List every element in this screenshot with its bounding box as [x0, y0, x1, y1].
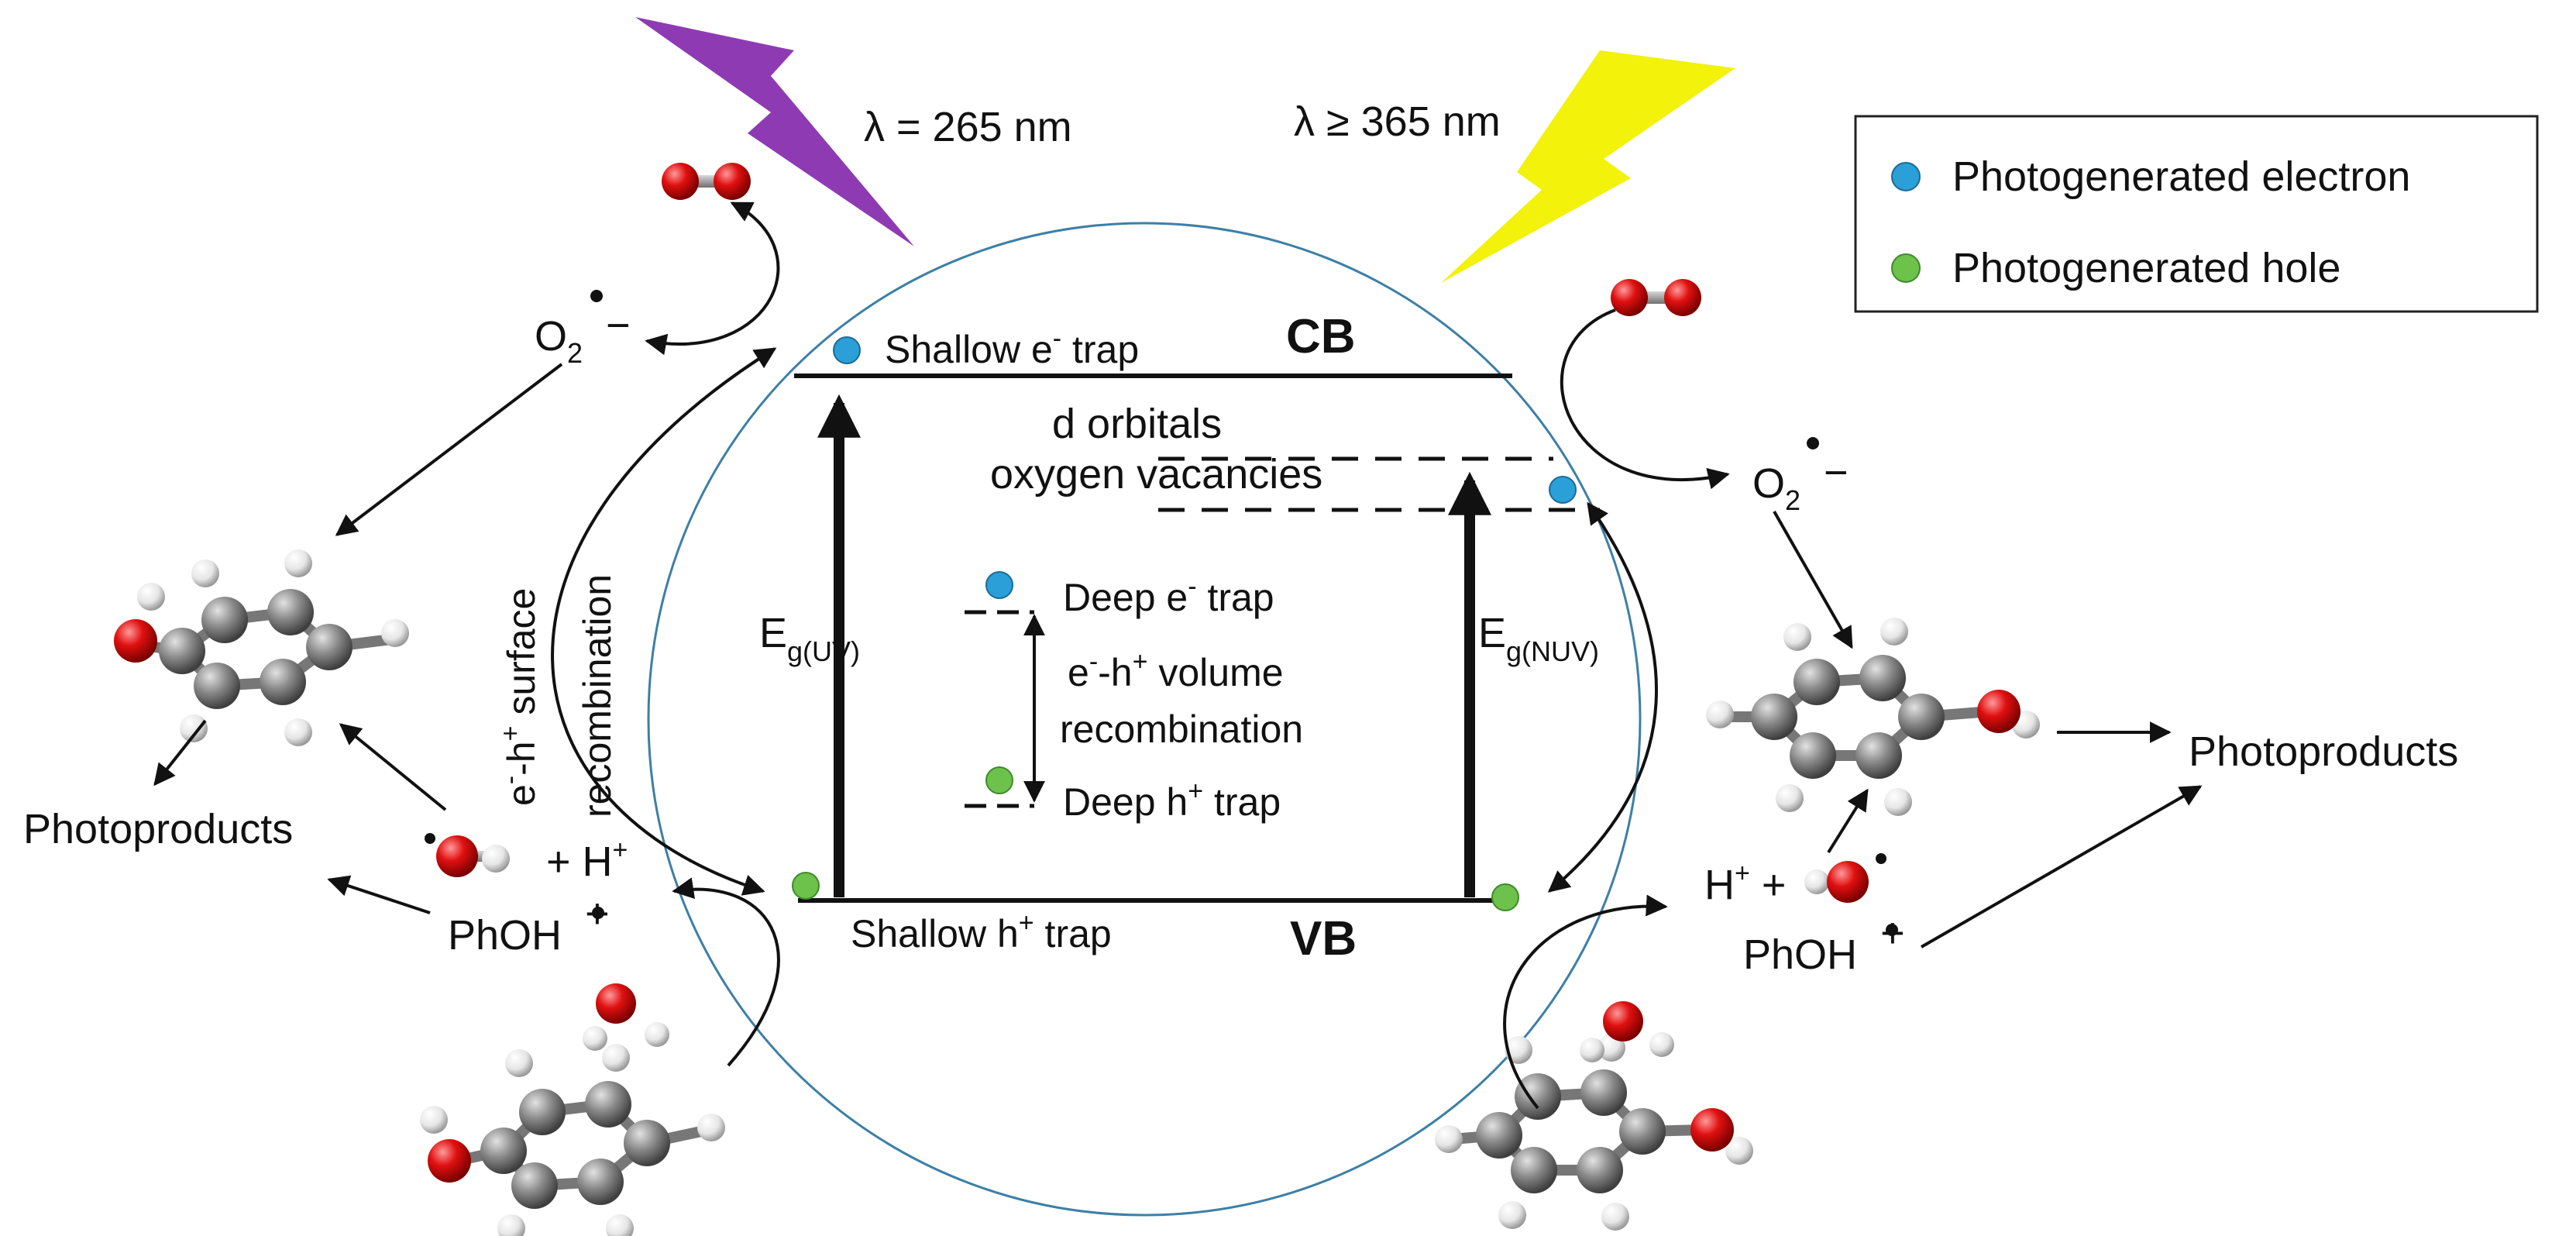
uv-wavelength-label: λ = 265 nm — [864, 104, 1072, 150]
right-cation-to-photoproducts-arrow — [1921, 785, 2203, 949]
oxygen-vacancies-label: oxygen vacancies — [990, 451, 1322, 497]
nuv-wavelength-label: λ ≥ 365 nm — [1294, 98, 1501, 145]
nuv-band-gap-label: Eg(NUV) — [1478, 610, 1599, 667]
hydroxyl-radical-right-icon — [1804, 853, 1886, 903]
deep-hole-marker-icon — [985, 766, 1013, 794]
phenol-molecule-left-top-icon — [114, 549, 409, 746]
left-phenol-to-photoproducts-arrow — [153, 719, 207, 787]
photoproducts-left-label: Photoproducts — [23, 806, 293, 852]
volume-recombination-line2: recombination — [1060, 708, 1303, 751]
phenol-molecule-right-bottom-icon — [1435, 1034, 1753, 1231]
deep-electron-marker-icon — [985, 571, 1013, 599]
water-molecule-right-icon — [1580, 1001, 1674, 1062]
legend-box — [1854, 115, 2539, 313]
phenol-molecule-left-bottom-icon — [420, 1044, 725, 1236]
right-superoxide-to-phenol-arrow — [1773, 511, 1853, 649]
d-orbitals-label: d orbitals — [1052, 401, 1222, 447]
legend-hole-label: Photogenerated hole — [1952, 245, 2340, 291]
shallow-hole-marker-icon-right — [1491, 883, 1519, 911]
uv-lightning-bolt-icon — [635, 17, 914, 246]
uv-band-gap-label: Eg(UV) — [759, 610, 860, 667]
surface-recombination-line1: e--h+ surface — [496, 588, 543, 806]
superoxide-right-label: O2− — [1752, 449, 1849, 516]
nuv-lightning-bolt-icon — [1441, 50, 1735, 283]
conduction-band-label: CB — [1286, 310, 1356, 363]
phoh-radical-cation-left-label: PhOH+ — [448, 890, 610, 959]
valence-band-label: VB — [1290, 912, 1357, 966]
surface-recombination-line2: recombination — [576, 574, 619, 818]
semiconductor-particle — [647, 222, 1642, 1217]
right-hydroxyl-to-phenol-arrow — [1827, 788, 1869, 854]
legend-electron-marker-icon — [1891, 162, 1921, 191]
legend-electron-label: Photogenerated electron — [1952, 153, 2410, 200]
volume-recombination-line1: e--h+ volume — [1068, 647, 1284, 694]
right-surface-recombination-arrow — [1547, 501, 1658, 893]
shallow-electron-trap-label: Shallow e- trap — [885, 324, 1139, 371]
deep-hole-trap-label: Deep h+ trap — [1063, 776, 1281, 824]
phenol-molecule-right-top-icon — [1706, 618, 2040, 816]
phoh-radical-dot-right-icon — [1886, 924, 1898, 936]
photoproducts-right-label: Photoproducts — [2189, 728, 2458, 775]
shallow-hole-trap-label: Shallow h+ trap — [851, 908, 1112, 955]
right-o2-reduction-arrow — [1560, 308, 1730, 490]
radical-dot-right-icon — [1807, 437, 1819, 449]
shallow-electron-marker-icon — [833, 336, 861, 364]
left-surface-recombination-arrow — [551, 347, 777, 896]
left-hydroxyl-to-phenol-arrow — [339, 723, 447, 811]
left-water-oxidation-arrow — [672, 877, 780, 1067]
nuv-electron-marker-icon — [1549, 476, 1577, 504]
left-cation-to-photoproducts-arrow — [327, 875, 431, 914]
legend: Photogenerated electron Photogenerated h… — [1854, 115, 2539, 313]
oxygen-molecule-right-icon — [1611, 279, 1701, 316]
left-o2-reduction-arrow — [645, 201, 780, 356]
radical-dot-left-icon — [590, 290, 603, 302]
water-molecule-left-icon — [583, 983, 669, 1051]
legend-hole-marker-icon — [1891, 253, 1921, 283]
hydroxyl-radical-left-icon — [425, 833, 510, 877]
oxygen-molecule-left-icon — [662, 163, 751, 200]
right-water-oxidation-arrow — [1503, 894, 1668, 1110]
proton-left-label: + H+ — [546, 835, 628, 885]
proton-right-label: H+ + — [1704, 859, 1786, 908]
superoxide-left-label: O2− — [535, 302, 631, 369]
phoh-radical-dot-left-icon — [592, 907, 604, 919]
phoh-radical-cation-right-label: PhOH+ — [1743, 910, 1905, 978]
left-superoxide-to-phenol-arrow — [335, 363, 563, 536]
deep-electron-trap-label: Deep e- trap — [1063, 572, 1274, 619]
shallow-hole-marker-icon-left — [792, 872, 820, 900]
